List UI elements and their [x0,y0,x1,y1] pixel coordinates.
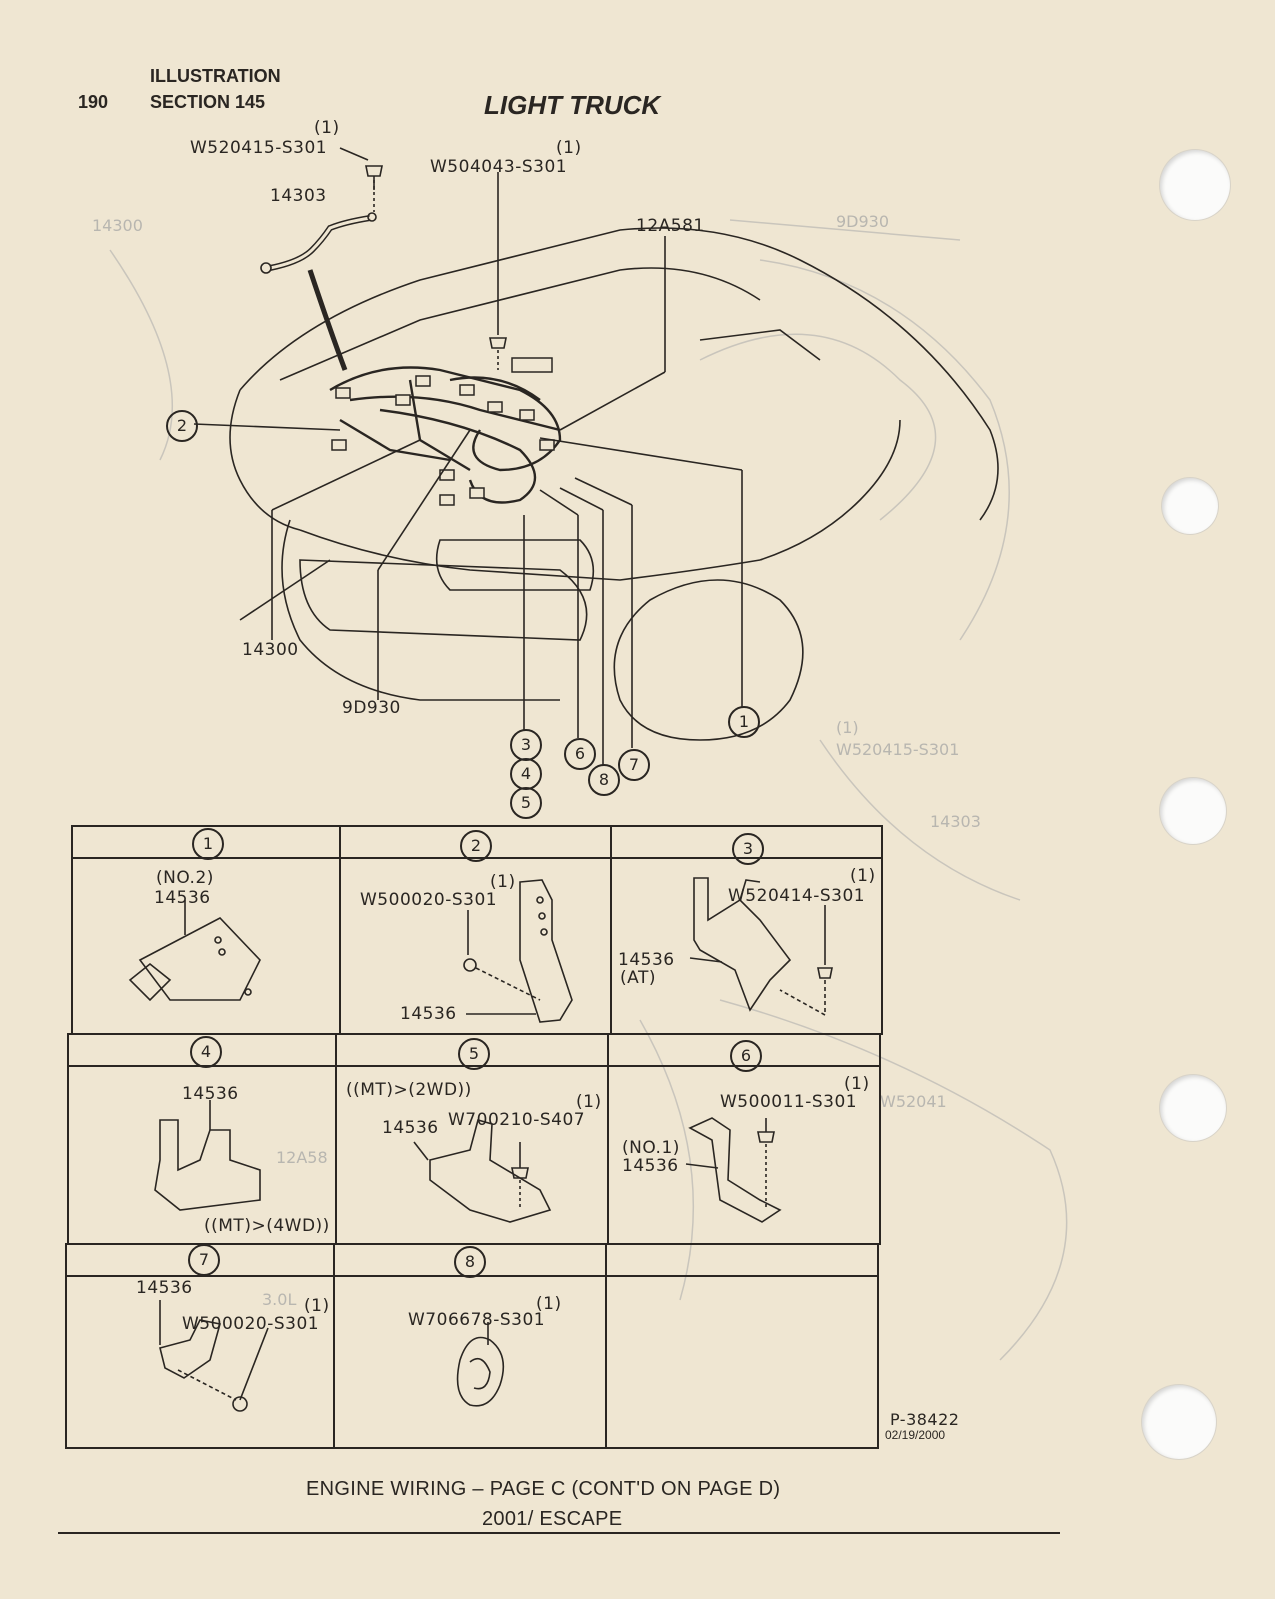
detail-header-8: 8 [454,1246,486,1278]
detail-4-text: ((MT)>(4WD)) [204,1216,330,1236]
callout-1: 1 [728,706,760,738]
ghost-label: W520415-S301 [836,740,960,759]
detail-7-text: W500020-S301 [182,1314,320,1334]
footer-model: 2001/ ESCAPE [482,1508,623,1530]
label-harness-12a581: 12A581 [636,216,705,236]
detail-3-text: 14536 [618,950,675,970]
detail-6-text: W500011-S301 [720,1092,858,1112]
detail-7-text: 14536 [136,1278,193,1298]
footer-caption: ENGINE WIRING – PAGE C (CONT'D ON PAGE D… [306,1478,781,1500]
ghost-label: 14303 [930,812,981,831]
detail-5-text: 14536 [382,1118,439,1138]
connectors [331,357,555,506]
callout-3: 3 [510,729,542,761]
figure-id: P-38422 [890,1410,960,1429]
detail-header-7: 7 [188,1244,220,1276]
detail-6-text: (NO.1) [622,1138,680,1158]
detail-5-text: ((MT)>(2WD)) [346,1080,472,1100]
detail-header-5: 5 [458,1038,490,1070]
ghost-label: 14300 [92,216,143,235]
detail-1-text: 14536 [154,888,211,908]
detail-header-3: 3 [732,833,764,865]
bolt-harness [489,172,507,370]
callout-5: 5 [510,787,542,819]
detail-5-text: (1) [576,1092,602,1112]
detail-7-text: (1) [304,1296,330,1316]
callout-7: 7 [618,749,650,781]
section-line-2: SECTION 145 [150,92,266,112]
page-number: 190 [78,92,109,112]
leader-lines [193,236,743,765]
detail-5-text: W700210-S407 [448,1110,586,1130]
detail-header-4: 4 [190,1036,222,1068]
detail-8-text: (1) [536,1294,562,1314]
ghost-label: W52041 [880,1092,947,1111]
label-bolt-harness-qty: (1) [556,138,582,158]
punch-hole [1160,1075,1226,1141]
battery-cable-14303 [260,147,383,274]
detail-2-text: W500020-S301 [360,890,498,910]
detail-3-text: W520414-S301 [728,886,866,906]
label-battery-cable: 14303 [270,186,327,206]
detail-6-text: (1) [844,1074,870,1094]
section-line-1: ILLUSTRATION [150,66,281,86]
callout-8: 8 [588,764,620,796]
label-bolt-battery: W520415-S301 [190,138,328,158]
ghost-label: (1) [836,718,859,737]
label-harness-14300: 14300 [242,640,299,660]
detail-header-1: 1 [192,828,224,860]
vehicle-outline [229,227,999,741]
detail-header-6: 6 [730,1040,762,1072]
page-title: LIGHT TRUCK [484,90,661,120]
ghost-label: 9D930 [836,212,890,231]
detail-1-text: (NO.2) [156,868,214,888]
label-bolt-battery-qty: (1) [314,118,340,138]
ghost-label: 12A58 [276,1148,328,1167]
punch-hole [1142,1385,1216,1459]
wiring-harness [307,269,562,504]
label-harness-9d930: 9D930 [342,698,401,718]
detail-2-text: 14536 [400,1004,457,1024]
detail-2-text: (1) [490,872,516,892]
punch-hole [1160,150,1230,220]
detail-6-text: 14536 [622,1156,679,1176]
figure-date: 02/19/2000 [885,1428,946,1442]
ghost-label: 3.0L [262,1290,297,1309]
detail-8-text: W706678-S301 [408,1310,546,1330]
punch-hole [1160,778,1226,844]
callout-4: 4 [510,758,542,790]
detail-drawings [128,877,833,1412]
callout-6: 6 [564,738,596,770]
ghost-drawing [109,219,1068,1361]
callout-2: 2 [166,410,198,442]
label-bolt-harness: W504043-S301 [430,157,568,177]
detail-header-2: 2 [460,830,492,862]
detail-3-text: (AT) [620,968,656,988]
detail-4-text: 14536 [182,1084,239,1104]
punch-hole [1162,478,1218,534]
detail-3-text: (1) [850,866,876,886]
